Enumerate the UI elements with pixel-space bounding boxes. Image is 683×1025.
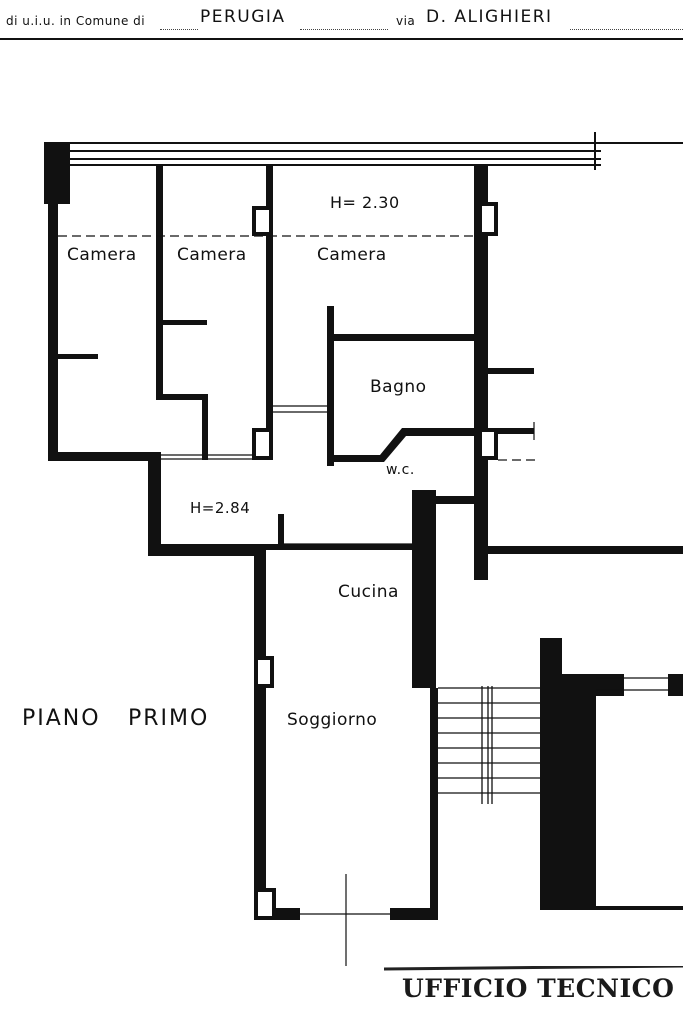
wall-soggiorno-right xyxy=(430,688,438,920)
top-boundary-line xyxy=(48,150,601,152)
header-rule xyxy=(0,38,683,40)
column-inner xyxy=(256,210,269,232)
wall-left-outer xyxy=(48,142,58,460)
column-inner xyxy=(482,432,494,456)
wall-bagno-top xyxy=(330,334,480,341)
stamp-border xyxy=(384,966,683,971)
wall-bottom xyxy=(390,908,438,920)
top-boundary-line xyxy=(48,142,601,144)
wall-bagno-diagonal xyxy=(334,428,480,462)
wall-cucina-right xyxy=(412,490,436,688)
walls xyxy=(44,132,683,920)
wall-stair xyxy=(562,674,596,910)
wall-right xyxy=(474,166,488,580)
height-label: H=2.84 xyxy=(190,499,251,517)
column-inner xyxy=(258,660,270,684)
column-inner xyxy=(258,892,272,916)
column-inner xyxy=(482,206,494,232)
wall-soggiorno-left xyxy=(254,544,266,920)
wall-stub xyxy=(278,514,284,544)
drawing-header: di u.i.u. in Comune di PERUGIA via D. AL… xyxy=(0,0,683,40)
via-label: via xyxy=(396,14,416,28)
floor-label-primo: PRIMO xyxy=(128,706,210,731)
wall-stub xyxy=(58,354,98,359)
room-label-bagno: Bagno xyxy=(370,377,427,397)
staircase xyxy=(438,686,540,804)
room-label-camera: Camera xyxy=(67,245,137,265)
height-label: H= 2.30 xyxy=(330,193,400,212)
wall-hall-bottom xyxy=(148,544,266,556)
wall-stair xyxy=(668,674,683,696)
floor-label-piano: PIANO xyxy=(22,706,101,731)
column-inner xyxy=(256,432,269,456)
header-dots xyxy=(300,29,388,30)
wall-stub xyxy=(156,394,208,400)
top-boundary-line xyxy=(48,158,601,160)
office-stamp: UFFICIO TECNICO ERARIALE xyxy=(384,966,683,1010)
room-label-camera: Camera xyxy=(177,245,247,265)
room-label-cucina: Cucina xyxy=(338,582,399,602)
wall-stub xyxy=(163,320,207,325)
wall-stub xyxy=(486,368,534,374)
comune-value: PERUGIA xyxy=(200,7,286,27)
room-label-soggiorno: Soggiorno xyxy=(287,710,378,730)
header-prefix: di u.i.u. in Comune di xyxy=(6,14,146,28)
via-value: D. ALIGHIERI xyxy=(426,7,553,27)
wall-partition xyxy=(202,394,208,460)
room-label-camera: Camera xyxy=(317,245,387,265)
wall-stub xyxy=(430,496,486,504)
top-boundary-line xyxy=(48,164,601,166)
header-dots xyxy=(160,29,198,30)
wall-cucina-top xyxy=(266,544,414,550)
wall-external xyxy=(488,546,683,554)
thin-lines xyxy=(58,235,668,966)
wall-partition xyxy=(156,166,163,400)
room-label-wc: w.c. xyxy=(386,462,415,478)
wall-partition xyxy=(266,166,273,460)
header-dots xyxy=(570,29,683,30)
wall-stair xyxy=(588,906,683,910)
adjacent-line xyxy=(600,142,683,144)
wall-end xyxy=(594,132,596,170)
wall-stair xyxy=(540,638,562,910)
stamp-text: UFFICIO TECNICO ERARIALE xyxy=(402,974,683,1003)
wall-bagno-left xyxy=(327,306,334,466)
wall-bottom-camera1 xyxy=(48,452,160,461)
wall-hall-left xyxy=(148,452,161,556)
wall-stub xyxy=(486,428,534,434)
